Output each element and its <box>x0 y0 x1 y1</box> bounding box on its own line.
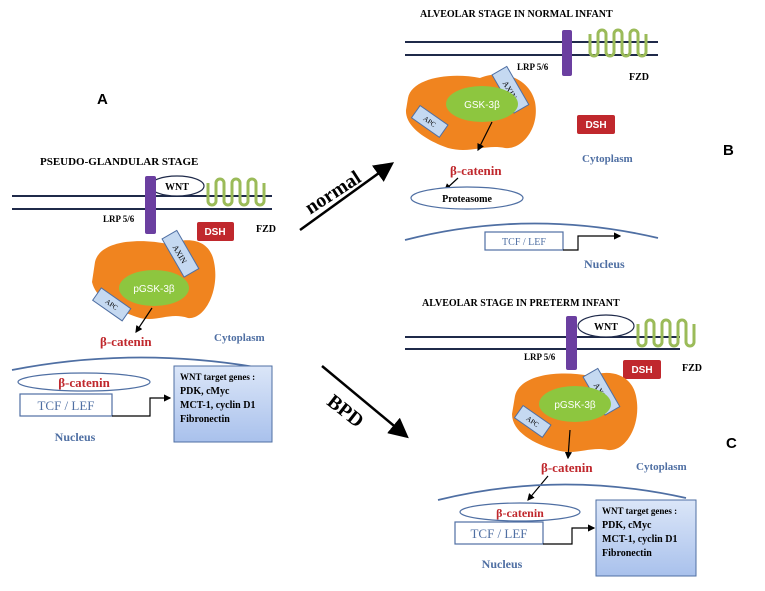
panel-c-nuclear-beta-catenin-ellipse <box>459 502 581 522</box>
panel-a-nuclear-membrane <box>11 356 273 371</box>
panel-a-dsh-label: DSH <box>204 227 225 238</box>
panel-c-wnt <box>577 314 635 338</box>
panel-a-nuclear-beta-catenin-ellipse <box>17 372 151 392</box>
panel-c-nuclear-membrane <box>437 483 687 501</box>
panel-c-apc <box>513 404 552 439</box>
panel-label-c: C <box>726 435 737 452</box>
panel-b-gsk3b-label: GSK-3β <box>464 100 500 111</box>
panel-a-fzd-label: FZD <box>256 224 276 235</box>
panel-c-target-genes-box <box>595 499 697 577</box>
panel-a-lrp-label: LRP 5/6 <box>103 214 135 224</box>
panel-b-nuclear-membrane <box>404 222 659 241</box>
arrow-bpd-label: BPD <box>323 390 368 432</box>
panel-c-lrp-label: LRP 5/6 <box>524 352 556 362</box>
panel-a-cytoplasm-label: Cytoplasm <box>214 332 265 344</box>
panel-a-dsh <box>197 222 234 241</box>
panel-c-beta-catenin: β-catenin <box>541 460 593 475</box>
panel-c-title: ALVEOLAR STAGE IN PRETERM INFANT <box>422 298 620 309</box>
panel-c-fzd-label: FZD <box>682 363 702 374</box>
panel-b-cytoplasm-label: Cytoplasm <box>582 153 633 165</box>
panel-c-wnt-label: WNT <box>594 322 618 333</box>
panel-b-title: ALVEOLAR STAGE IN NORMAL INFANT <box>420 9 613 20</box>
panel-a-target-gene: Fibronectin <box>180 414 230 425</box>
panel-label-a: A <box>97 91 108 108</box>
panel-a-transcription-arrow <box>112 394 172 417</box>
panel-a-target-gene: MCT-1, cyclin D1 <box>180 400 255 411</box>
panel-a: PSEUDO-GLANDULAR STAGE WNT LRP 5/6 FZD D… <box>11 156 276 444</box>
panel-label-b: B <box>723 142 734 159</box>
panel-b-tcf-lef <box>484 231 564 251</box>
panel-b-lrp <box>562 30 572 76</box>
panel-b-proteasome <box>410 186 524 210</box>
panel-a-target-genes-title: WNT target genes : <box>180 372 255 382</box>
panel-c-target-gene: Fibronectin <box>602 548 652 559</box>
panel-a-lrp <box>145 176 156 234</box>
panel-b-beta-catenin: β-catenin <box>450 163 502 178</box>
panel-c-transcription-arrow <box>543 524 596 545</box>
panel-b-gsk3b <box>446 86 518 122</box>
panel-a-target-gene: PDK, cMyc <box>180 386 230 397</box>
panel-a-apc <box>91 287 132 322</box>
arrow-normal: normal <box>299 162 395 232</box>
panel-a-title: PSEUDO-GLANDULAR STAGE <box>40 156 198 168</box>
panel-c-fzd <box>636 318 696 348</box>
panel-c-cytoplasm-label: Cytoplasm <box>636 461 687 473</box>
panel-c-dsh <box>623 360 661 379</box>
panel-c-arrow-translocation <box>527 475 549 501</box>
panel-a-target-genes-box <box>173 365 273 443</box>
panel-b-apc <box>410 104 449 139</box>
panel-a-wnt-label: WNT <box>165 182 189 193</box>
panel-a-tcf-lef <box>19 393 113 417</box>
panel-b-lrp-label: LRP 5/6 <box>517 62 549 72</box>
panel-c-gsk3b <box>539 386 611 422</box>
panel-c-nuclear-beta-catenin: β-catenin <box>496 506 544 520</box>
panel-b-nucleus-label: Nucleus <box>584 257 625 271</box>
panel-a-nuclear-beta-catenin: β-catenin <box>58 375 110 390</box>
panel-c-lrp <box>566 316 577 370</box>
panel-b-dsh-label: DSH <box>585 120 606 131</box>
panel-b-transcription-arrow <box>563 232 622 251</box>
panel-b-proteasome-label: Proteasome <box>442 194 492 205</box>
panel-c: ALVEOLAR STAGE IN PRETERM INFANT WNT LRP… <box>405 298 702 577</box>
panel-c-arrow-release <box>564 429 573 460</box>
panel-c-target-gene: MCT-1, cyclin D1 <box>602 534 677 545</box>
panel-a-axin <box>161 229 200 278</box>
panel-a-gsk3b <box>119 270 189 306</box>
panel-c-target-gene: PDK, cMyc <box>602 520 652 531</box>
arrow-bpd: BPD <box>321 365 409 439</box>
panel-b: ALVEOLAR STAGE IN NORMAL INFANT LRP 5/6 … <box>404 9 659 271</box>
panel-a-gsk3b-label: pGSK-3β <box>133 284 175 295</box>
panel-a-tcf-lef-label: TCF / LEF <box>37 398 94 413</box>
panel-c-nucleus-label: Nucleus <box>482 557 523 571</box>
panel-c-tcf-lef <box>454 521 544 545</box>
panel-a-arrow-release <box>135 307 153 333</box>
panel-b-dsh <box>577 115 615 134</box>
panel-b-tcf-lef-label: TCF / LEF <box>502 237 546 248</box>
panel-a-beta-catenin: β-catenin <box>100 334 152 349</box>
panel-b-arrow-release <box>477 121 493 152</box>
arrow-normal-label: normal <box>301 166 366 219</box>
panel-c-gsk3b-label: pGSK-3β <box>554 400 596 411</box>
panel-c-target-genes-title: WNT target genes : <box>602 506 677 516</box>
panel-b-fzd-label: FZD <box>629 72 649 83</box>
panel-c-dsh-label: DSH <box>631 365 652 376</box>
panel-a-nucleus-label: Nucleus <box>55 430 96 444</box>
panel-c-tcf-lef-label: TCF / LEF <box>470 526 527 541</box>
panel-a-fzd <box>206 177 266 207</box>
